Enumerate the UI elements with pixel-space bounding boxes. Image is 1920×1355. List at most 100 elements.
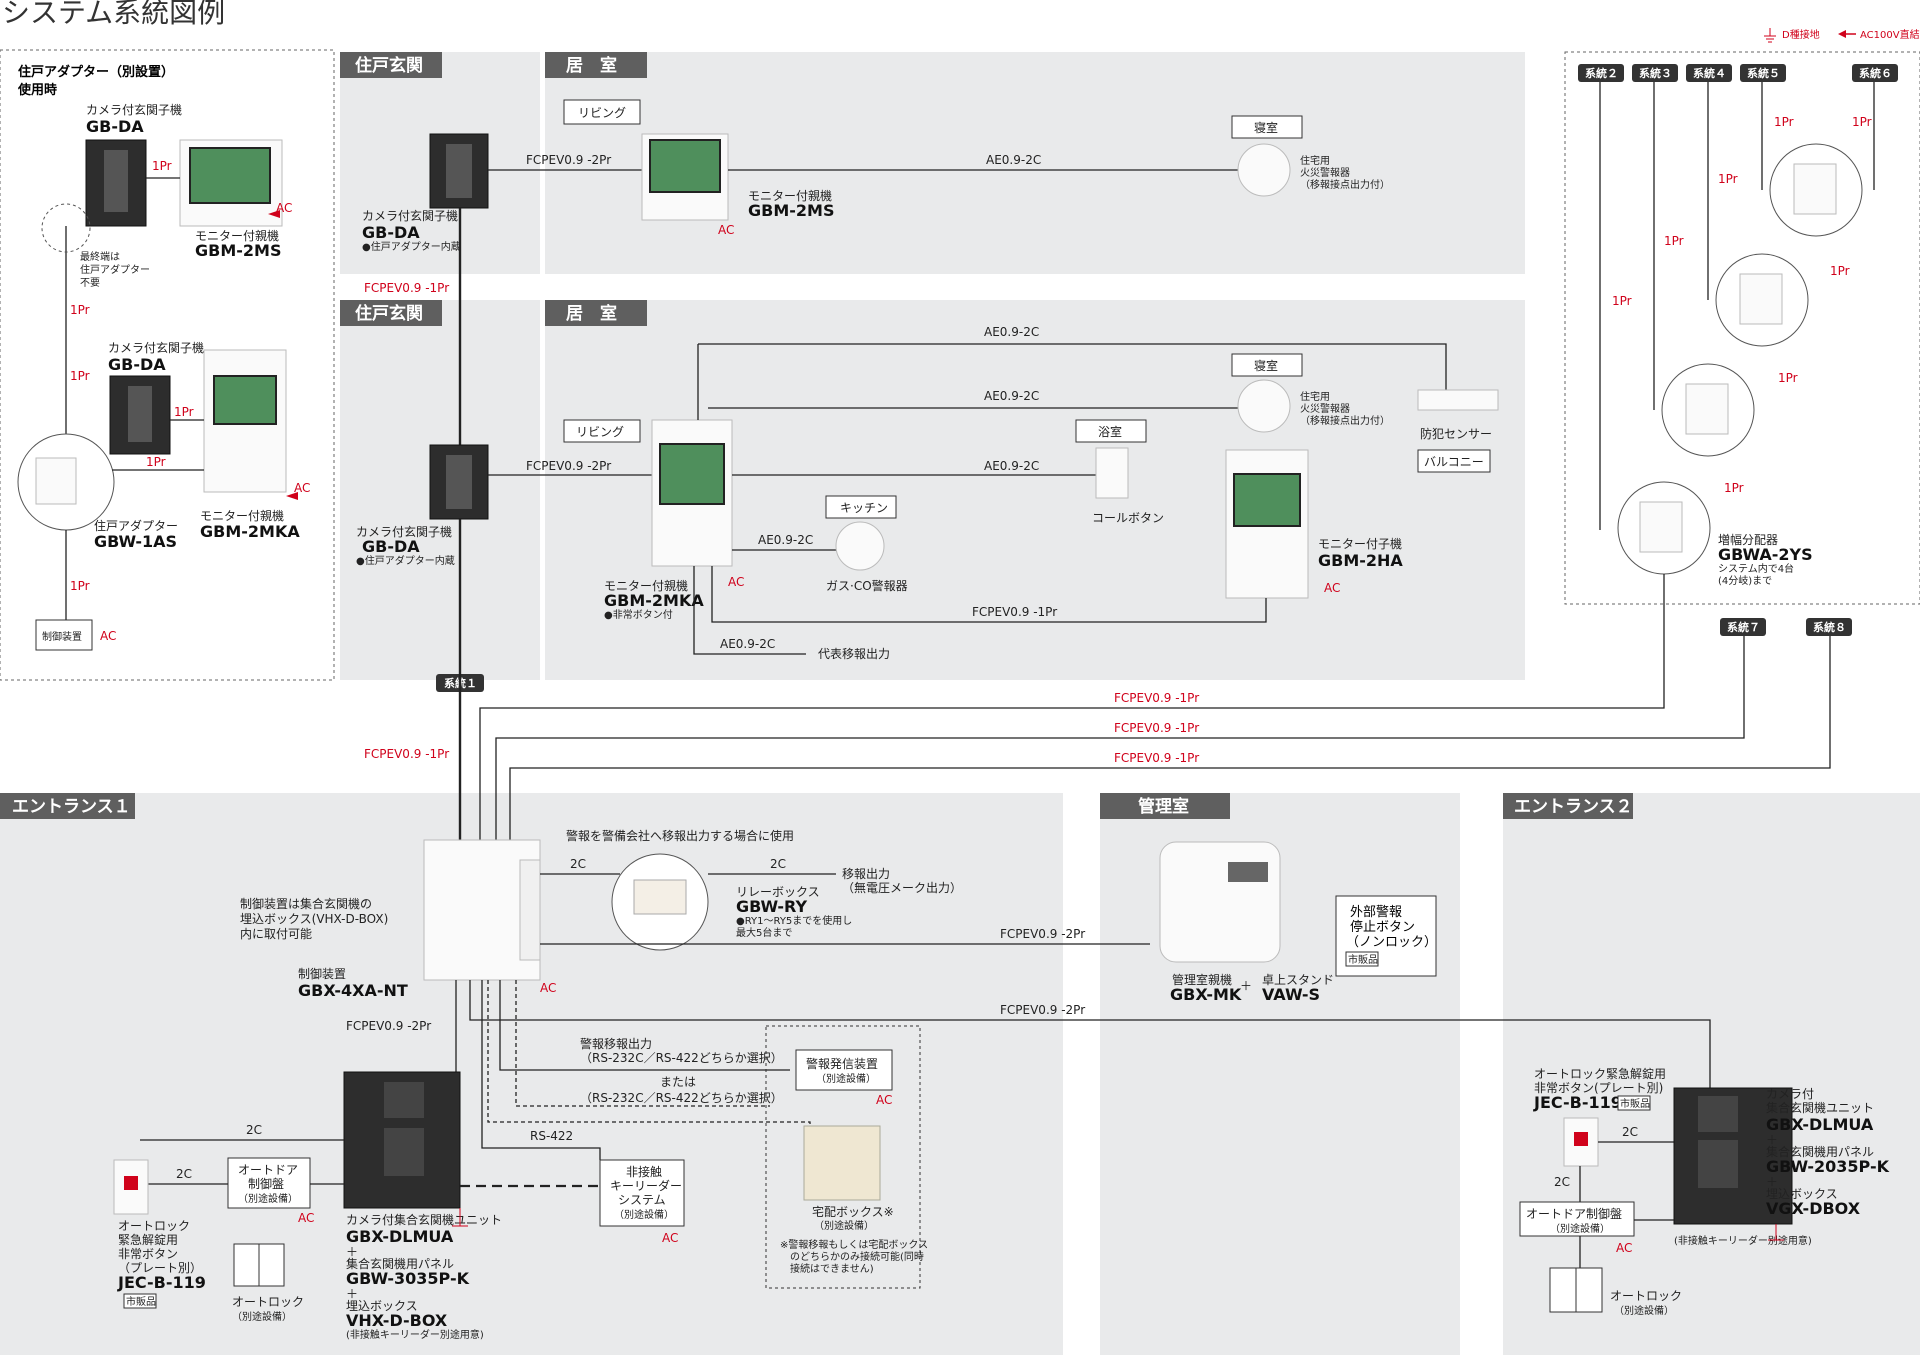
label-adapter: 住戸アダプター <box>94 518 178 533</box>
cam-e2-2: 集合玄関機ユニット <box>1766 1100 1874 1115</box>
autodoor-3: （別途設備） <box>238 1192 298 1205</box>
label-call-button: コールボタン <box>1092 511 1164 525</box>
alarm-sender-2: （別途設備） <box>816 1072 876 1085</box>
ac-a: AC <box>276 201 292 215</box>
cable-2c-f: 2C <box>1554 1175 1570 1189</box>
cable-fcpev1pr-e: FCPEV0.9 -1Pr <box>1114 721 1199 735</box>
ac-1: AC <box>718 223 734 237</box>
model-gbda-b: GB-DA <box>108 355 166 374</box>
label-slave-monitor: モニター付子機 <box>1318 536 1402 551</box>
sys-8: 系統８ <box>1813 620 1846 634</box>
cable-2c-e: 2C <box>1622 1125 1638 1139</box>
model-gbw2035pk: GBW-2035P-K <box>1766 1157 1890 1176</box>
autolock-1-1: オートロック <box>232 1295 304 1309</box>
cable-2c-b: 2C <box>770 857 786 871</box>
plus-1: ＋ <box>346 1245 358 1259</box>
cable-ae-1: AE0.9-2C <box>986 153 1041 167</box>
sys-3: 系統３ <box>1639 66 1672 80</box>
ac-b: AC <box>294 481 310 495</box>
ac-4: AC <box>540 981 556 995</box>
ext-alarm-3: （ノンロック） <box>1346 935 1437 950</box>
legend-ac: AC100V直結 <box>1860 28 1920 41</box>
control-unit-box <box>35 619 93 651</box>
jec-1-1: オートロック <box>118 1219 190 1233</box>
fire-alarm-2 <box>1237 379 1291 433</box>
cable-fcpev2pr-2: FCPEV0.9 -2Pr <box>526 459 611 473</box>
cable-rs422: RS-422 <box>530 1129 573 1143</box>
keyless-4: （別途設備） <box>614 1208 674 1221</box>
autodoor-box-1 <box>227 1157 311 1209</box>
relay-note-1: ●RY1～RY5までを使用し <box>736 914 852 927</box>
fire-alarm-1-l3: （移報接点出力付） <box>1300 178 1390 191</box>
sys-7: 系統７ <box>1727 620 1760 634</box>
label-monitor-2: モニター付親機 <box>604 578 688 593</box>
ext-alarm-1: 外部警報 <box>1350 904 1402 920</box>
relay-out-2: （無電圧メーク出力） <box>842 880 962 895</box>
room-bedroom-1: 寝室 <box>1254 120 1278 135</box>
model-gbm2mka-2: GBM-2MKA <box>604 591 704 610</box>
legend-ground: D種接地 <box>1782 28 1820 41</box>
model-gbw1as: GBW-1AS <box>94 532 177 551</box>
or-text: または <box>660 1075 696 1089</box>
room-bedroom-2: 寝室 <box>1254 358 1278 373</box>
model-gbxdlmua-1: GBX-DLMUA <box>346 1227 454 1246</box>
adapter-title-2: 使用時 <box>17 82 57 98</box>
cable-1pr-b4: 1Pr <box>1774 115 1794 129</box>
terminal-note-3: 不要 <box>80 277 100 289</box>
autodoor-e2: オートドア制御盤 <box>1526 1206 1622 1221</box>
cable-fcpev2pr-3: FCPEV0.9 -2Pr <box>1000 927 1085 941</box>
fire-alarm-1-l2: 火災警報器 <box>1300 166 1350 179</box>
fire-alarm-2-l1: 住宅用 <box>1300 390 1330 403</box>
ac-c: AC <box>100 629 116 643</box>
model-gbw3035pk: GBW-3035P-K <box>346 1269 470 1288</box>
fire-alarm-1 <box>1237 143 1291 197</box>
label-rep-output: 代表移報出力 <box>818 647 890 661</box>
delivery-1: 宅配ボックス※ <box>812 1204 894 1219</box>
tab-room-1: 居 室 <box>566 55 617 76</box>
sys-4: 系統４ <box>1693 66 1726 80</box>
model-gbm2ha: GBM-2HA <box>1318 551 1403 570</box>
keyless-extra-1: (非接触キーリーダー別途用意) <box>346 1328 484 1341</box>
room-living-2: リビング <box>576 425 624 439</box>
cable-2c-d: 2C <box>176 1167 192 1181</box>
delivery-dash-box <box>765 1025 921 1289</box>
cable-1pr-b1: 1Pr <box>1612 294 1632 308</box>
cable-ae-5: AE0.9-2C <box>758 533 813 547</box>
controller-note-1: 制御装置は集合玄関機の <box>240 896 372 911</box>
cable-2c-c: 2C <box>246 1123 262 1137</box>
alarm-note: 警報を警備会社へ移報出力する場合に使用 <box>566 828 794 843</box>
autolock-2-2: （別途設備） <box>1614 1304 1674 1317</box>
keyless-extra-2: (非接触キーリーダー別途用意) <box>1674 1234 1812 1247</box>
cable-ae-6: AE0.9-2C <box>720 637 775 651</box>
keyless-1: 非接触 <box>626 1164 662 1179</box>
cable-fcpev1pr-a: FCPEV0.9 -1Pr <box>364 281 449 295</box>
autodoor-1: オートドア <box>238 1163 298 1177</box>
label-box-2: 埋込ボックス <box>1766 1187 1838 1201</box>
cable-1pr-e: 1Pr <box>146 455 166 469</box>
delivery-note-1: ※警報移報もしくは宅配ボックス <box>780 1238 928 1251</box>
label-stand: 卓上スタンド <box>1262 973 1334 987</box>
cable-ae-3: AE0.9-2C <box>984 389 1039 403</box>
label-security-sensor: 防犯センサー <box>1420 426 1492 441</box>
cable-1pr-b8: 1Pr <box>1724 481 1744 495</box>
label-box-1: 埋込ボックス <box>346 1299 418 1313</box>
cable-1pr-b6: 1Pr <box>1830 264 1850 278</box>
cable-fcpev2pr-4: FCPEV0.9 -2Pr <box>1000 1003 1085 1017</box>
jec-1-2: 緊急解錠用 <box>118 1232 178 1247</box>
jec-1-3: 非常ボタン <box>118 1247 178 1261</box>
label-gas-alarm: ガス·CO警報器 <box>826 578 908 593</box>
model-gbm2mka-a: GBM-2MKA <box>200 522 300 541</box>
page-title: システム系統図例 <box>2 0 225 29</box>
gas-alarm <box>835 521 885 571</box>
call-button <box>1095 447 1129 499</box>
relay-out-1: 移報出力 <box>842 867 890 881</box>
cable-1pr-b3: 1Pr <box>1718 172 1738 186</box>
mgmt-master <box>1159 841 1281 963</box>
market-3: 市販品 <box>1620 1097 1650 1110</box>
relay-note-2: 最大5台まで <box>736 926 792 939</box>
cable-1pr-b7: 1Pr <box>1778 371 1798 385</box>
market-2: 市販品 <box>1348 953 1378 966</box>
autodoor-box-2 <box>1519 1201 1635 1237</box>
label-mgmt-master: 管理室親機 <box>1172 972 1232 987</box>
label-monitor-a: モニター付親機 <box>195 228 279 243</box>
